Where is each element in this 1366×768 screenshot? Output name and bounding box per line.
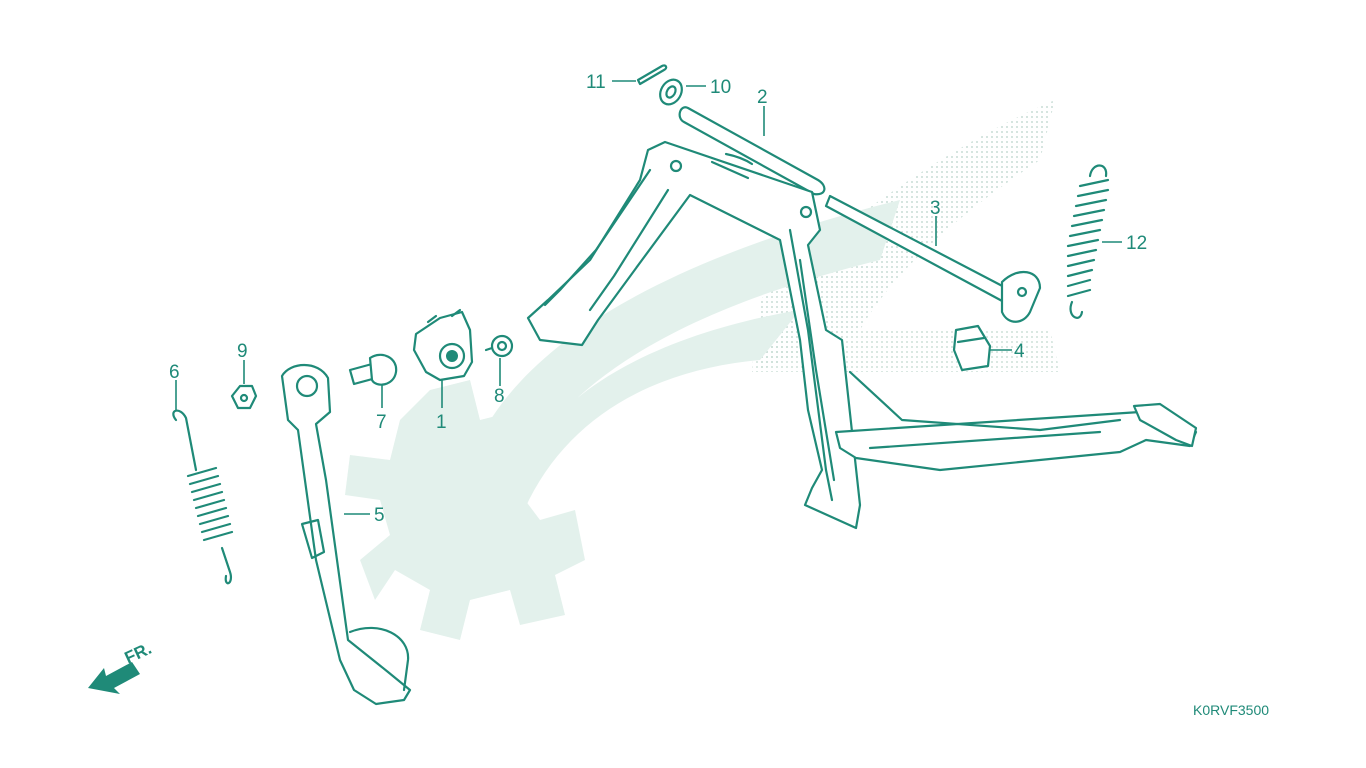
washer-body xyxy=(659,78,683,106)
callout-6: 6 xyxy=(169,362,180,383)
side-stand-bracket xyxy=(300,518,326,560)
pivot-bolt[interactable] xyxy=(348,353,398,386)
callout-1: 1 xyxy=(436,412,447,433)
cotter-pin[interactable] xyxy=(636,64,668,86)
nut-body xyxy=(230,384,258,410)
spring-12-coils xyxy=(1066,178,1110,298)
bolt-8-stem xyxy=(484,346,494,352)
bolt-head xyxy=(368,353,398,386)
main-stand-frame xyxy=(526,140,862,530)
side-stand-leg xyxy=(280,364,412,706)
washer[interactable] xyxy=(656,76,686,109)
main-stand-spring[interactable] xyxy=(1066,164,1110,319)
spring-12-hook-top xyxy=(1088,164,1108,178)
front-direction-marker: FR. xyxy=(88,639,155,694)
main-stand-right-leg-inner xyxy=(788,228,836,502)
callout-10: 10 xyxy=(710,77,731,98)
bolt-8-washer xyxy=(490,334,514,358)
spring-12-hook-bottom xyxy=(1069,300,1084,319)
callout-3: 3 xyxy=(930,198,941,219)
stopper-detail xyxy=(956,336,986,344)
washer-hole xyxy=(665,85,677,99)
shaft-flange-hole xyxy=(1016,286,1028,298)
cotter-pin-body xyxy=(636,64,668,86)
callout-labels: 1 2 3 4 5 6 7 8 9 10 11 12 xyxy=(169,72,1147,526)
callout-7: 7 xyxy=(376,412,387,433)
main-stand-shaft[interactable] xyxy=(824,194,1042,323)
watermark-wing-dots xyxy=(760,100,1055,370)
callout-11: 11 xyxy=(586,72,606,93)
front-arrow-icon xyxy=(88,662,140,694)
switch-center xyxy=(446,350,458,362)
side-stand-spring[interactable] xyxy=(172,409,234,585)
spring-6-coils xyxy=(186,466,234,542)
switch-body xyxy=(412,310,474,382)
main-stand-left-leg-inner xyxy=(543,168,670,312)
main-stand-pedal-arm-detail xyxy=(848,370,1122,450)
diagram-code: K0RVF3500 xyxy=(1193,702,1270,718)
callout-2: 2 xyxy=(757,87,768,108)
callout-8: 8 xyxy=(494,386,505,407)
main-stand-pivot-hole-left xyxy=(669,159,683,173)
main-stand-foot-pad xyxy=(1132,402,1198,448)
side-stand-switch[interactable] xyxy=(412,308,474,382)
leader-lines xyxy=(175,80,1122,515)
main-stand-bracket-holes xyxy=(710,152,754,180)
main-stand-top-bar xyxy=(678,106,826,196)
spring-6-hook-bottom xyxy=(220,546,232,585)
nut[interactable] xyxy=(230,384,258,410)
nut-hole xyxy=(239,393,249,403)
stopper-body xyxy=(952,324,992,372)
switch-bolt[interactable] xyxy=(484,334,514,358)
callout-5: 5 xyxy=(374,505,385,526)
main-stand-pivot-hole-right xyxy=(799,205,813,219)
main-stand[interactable] xyxy=(526,106,1198,530)
callout-12: 12 xyxy=(1126,233,1147,254)
front-label: FR. xyxy=(122,639,155,668)
side-stand[interactable] xyxy=(280,364,412,706)
switch-tab xyxy=(426,308,462,324)
switch-ring xyxy=(438,342,466,370)
side-stand-foot-rod xyxy=(348,626,410,692)
side-stand-pivot xyxy=(295,374,319,398)
bolt-8-center xyxy=(496,340,508,352)
callout-9: 9 xyxy=(237,341,248,362)
stopper-rubber[interactable] xyxy=(952,324,992,372)
callout-4: 4 xyxy=(1014,341,1025,362)
spring-6-hook-top xyxy=(172,409,198,472)
